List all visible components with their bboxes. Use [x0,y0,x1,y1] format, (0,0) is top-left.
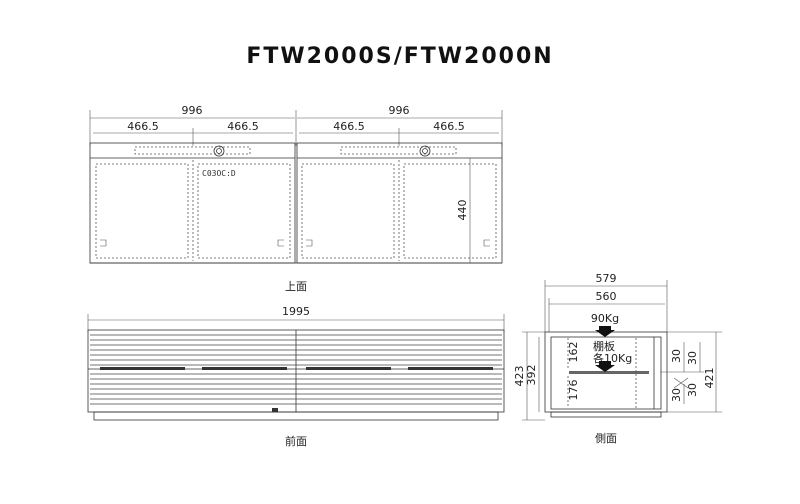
right-height: 421 [703,368,716,389]
door-width-2: 466.5 [227,120,259,133]
door-handle [408,367,493,370]
load-arrow-icon [595,326,615,337]
top-width-right: 996 [389,104,410,117]
height-inner: 392 [525,365,538,386]
shelf-label: 棚板 [593,339,615,353]
top-view-label: 上面 [285,280,307,293]
dim-30-b: 30 [686,351,699,365]
dim-30-c: 30 [670,388,683,402]
shelf-load: 各10Kg [593,351,632,365]
dim-30-d: 30 [686,383,699,397]
side-view-label: 側面 [595,432,617,445]
front-view-label: 前面 [285,434,307,448]
front-slats [90,334,502,405]
cable-hole-icon [213,145,225,157]
door-handle [202,367,287,370]
top-view: 996 996 466.5 466.5 466.5 466.5 [89,104,503,293]
upper-space: 162 [567,342,580,363]
door-handle [306,367,391,370]
front-total-width: 1995 [282,305,310,318]
dim-30-a: 30 [670,349,683,363]
cable-hole-icon [419,145,431,157]
front-view: 1995 前面 [87,305,505,448]
side-outer-depth: 579 [596,272,617,285]
drawing-title: FTW2000S/FTW2000N [246,44,554,69]
part-tag: C03OC:D [202,169,236,178]
top-load: 90Kg [591,312,619,325]
door-width-1: 466.5 [127,120,159,133]
top-depth: 440 [456,200,469,221]
door-width-3: 466.5 [333,120,365,133]
side-inner-depth: 560 [596,290,617,303]
door-handle [100,367,185,370]
load-arrow-icon [595,361,615,372]
top-width-left: 996 [182,104,203,117]
height-outer: 423 [513,366,526,387]
lower-space: 176 [567,380,580,401]
door-width-4: 466.5 [433,120,465,133]
side-view: 579 560 90Kg 棚板 各10Kg 162 176 423 392 [513,272,722,445]
shelf [569,371,649,374]
